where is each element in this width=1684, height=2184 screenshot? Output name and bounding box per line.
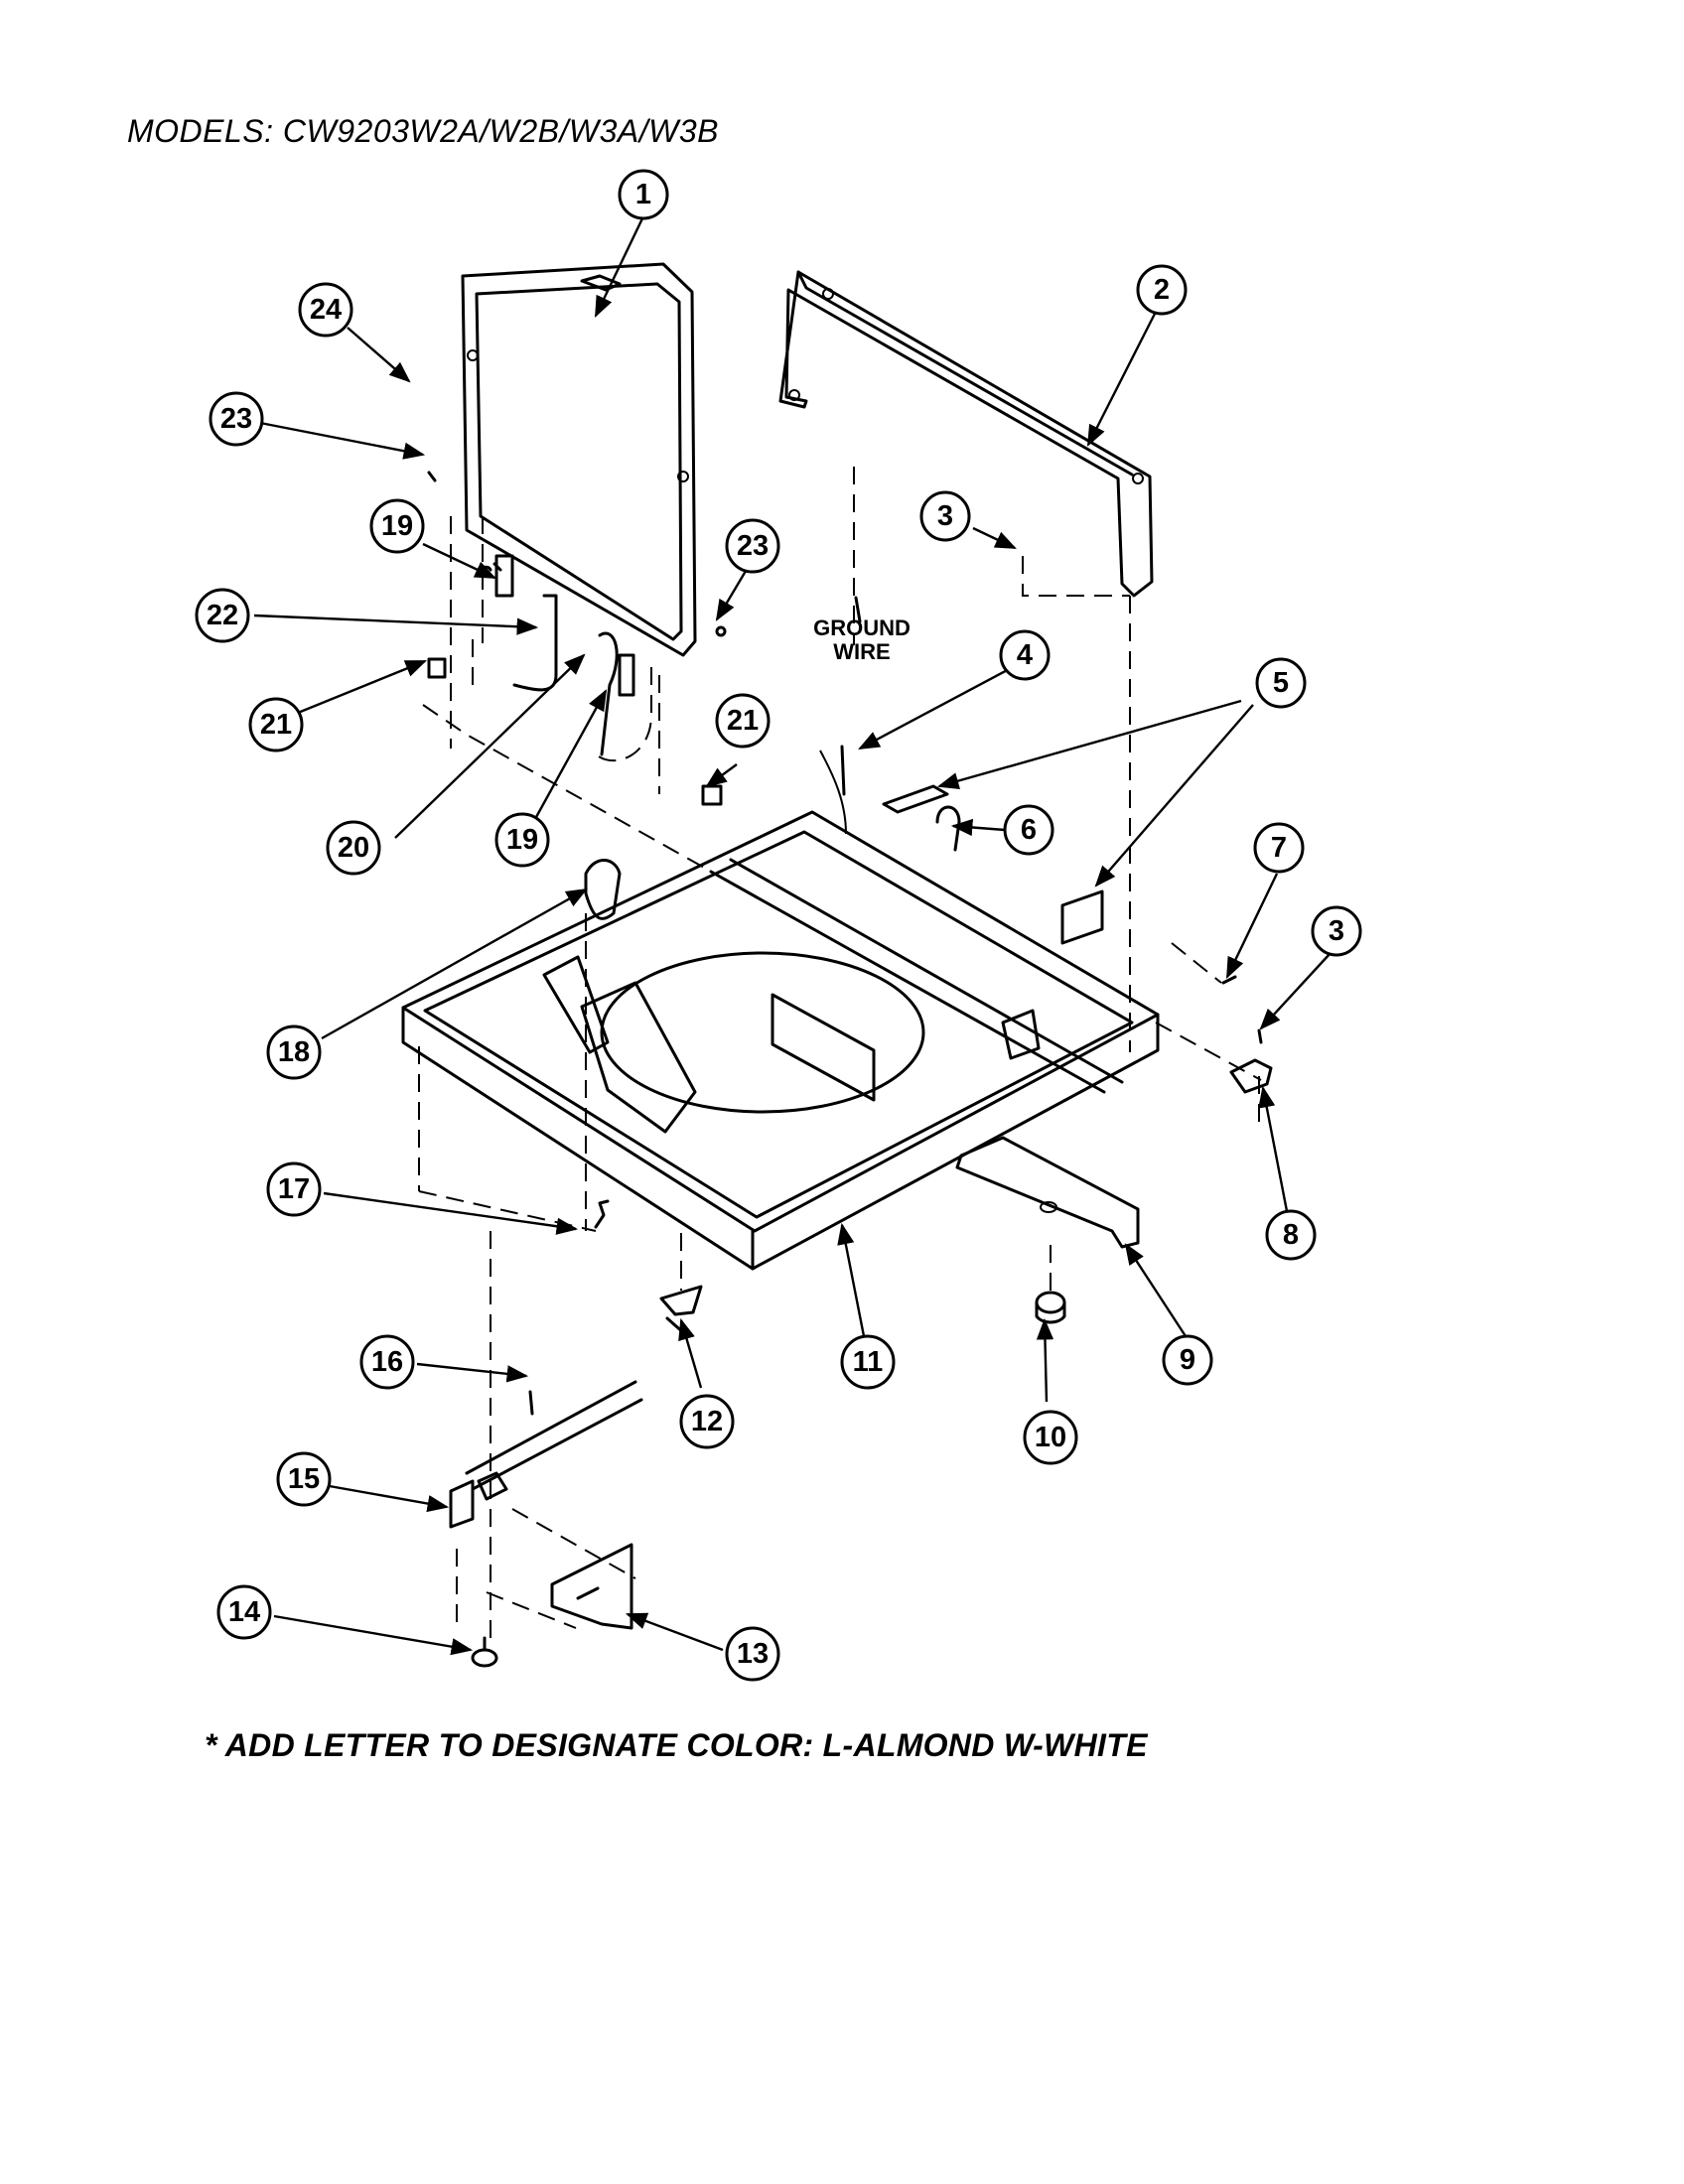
- callout-21-right: 21: [715, 693, 771, 749]
- callout-3-upper: 3: [919, 490, 971, 542]
- hardware: [427, 471, 1273, 1668]
- callout-3-lower: 3: [1311, 905, 1362, 957]
- svg-text:17: 17: [278, 1173, 310, 1205]
- svg-text:20: 20: [338, 832, 369, 864]
- callout-5: 5: [1255, 657, 1307, 709]
- callout-4: 4: [999, 629, 1051, 681]
- callout-13: 13: [725, 1626, 780, 1682]
- callout-17: 17: [266, 1161, 322, 1217]
- leader-lines: [253, 215, 1332, 1656]
- svg-text:10: 10: [1035, 1422, 1066, 1453]
- ground-wire-label-line2: WIRE: [833, 639, 890, 664]
- svg-text:4: 4: [1017, 639, 1033, 671]
- svg-text:24: 24: [310, 294, 342, 326]
- svg-text:19: 19: [506, 824, 538, 856]
- callout-19-lower: 19: [494, 812, 550, 868]
- svg-text:7: 7: [1271, 832, 1287, 864]
- callout-6: 6: [1003, 804, 1054, 856]
- svg-text:12: 12: [691, 1406, 723, 1437]
- support-bracket: [955, 1136, 1140, 1249]
- svg-text:21: 21: [260, 709, 292, 741]
- callout-19-upper: 19: [369, 498, 425, 554]
- svg-text:9: 9: [1180, 1344, 1195, 1376]
- callout-9: 9: [1162, 1334, 1213, 1386]
- callout-15: 15: [276, 1451, 332, 1507]
- ground-wire-label: GROUND WIRE: [813, 615, 911, 835]
- ground-wire-label-line1: GROUND: [813, 615, 911, 640]
- svg-text:13: 13: [737, 1638, 769, 1670]
- callout-18: 18: [266, 1024, 322, 1080]
- svg-text:8: 8: [1283, 1219, 1299, 1251]
- page-title: MODELS: CW9203W2A/W2B/W3A/W3B: [127, 113, 719, 149]
- svg-text:23: 23: [737, 530, 769, 562]
- callout-11: 11: [840, 1334, 896, 1390]
- svg-text:3: 3: [937, 500, 953, 532]
- svg-text:5: 5: [1273, 667, 1289, 699]
- top-cover: [401, 810, 1160, 1271]
- alignment-lines: [418, 467, 1262, 1648]
- callout-10: 10: [1023, 1410, 1078, 1465]
- callout-24: 24: [298, 282, 353, 338]
- svg-text:18: 18: [278, 1036, 310, 1068]
- callout-22: 22: [195, 588, 250, 643]
- svg-text:3: 3: [1329, 915, 1344, 947]
- callout-8: 8: [1265, 1209, 1317, 1261]
- callout-2: 2: [1136, 264, 1188, 316]
- rear-panel: [778, 270, 1154, 598]
- callout-14: 14: [216, 1584, 272, 1640]
- callout-23-right: 23: [725, 518, 780, 574]
- svg-text:23: 23: [220, 403, 252, 435]
- callout-23-left: 23: [209, 391, 264, 447]
- svg-text:21: 21: [727, 705, 759, 737]
- svg-text:6: 6: [1021, 814, 1037, 846]
- callout-12: 12: [679, 1394, 735, 1449]
- callout-1: 1: [618, 169, 669, 220]
- svg-text:15: 15: [288, 1463, 320, 1495]
- callout-20: 20: [326, 820, 381, 876]
- color-designation-note: * ADD LETTER TO DESIGNATE COLOR: L-ALMON…: [205, 1727, 1148, 1763]
- callout-7: 7: [1253, 822, 1305, 874]
- svg-text:1: 1: [635, 179, 651, 210]
- svg-text:14: 14: [228, 1596, 260, 1628]
- lid: [461, 262, 697, 657]
- svg-text:2: 2: [1154, 274, 1170, 306]
- svg-text:19: 19: [381, 510, 413, 542]
- svg-text:11: 11: [853, 1346, 884, 1378]
- svg-text:22: 22: [207, 600, 238, 631]
- callout-16: 16: [359, 1334, 415, 1390]
- callout-21-left: 21: [248, 697, 304, 752]
- svg-text:16: 16: [371, 1346, 403, 1378]
